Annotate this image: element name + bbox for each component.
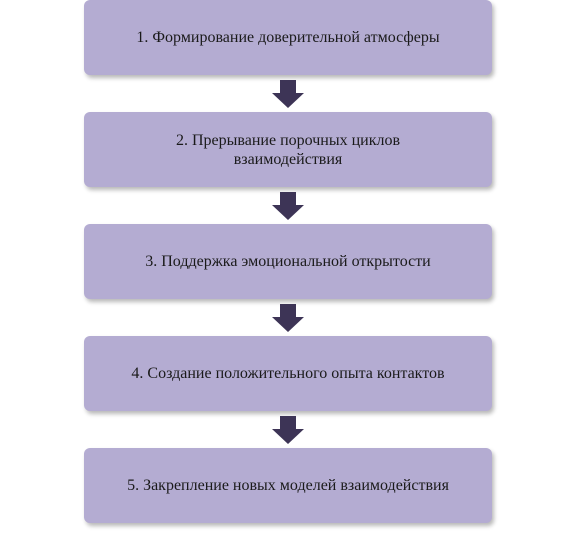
arrow-down-icon — [272, 304, 304, 332]
step-box-2: 2. Прерывание порочных циклов взаимодейс… — [84, 112, 492, 187]
step-label-3: 3. Поддержка эмоциональной открытости — [145, 253, 431, 270]
arrow-down-icon — [272, 192, 304, 220]
arrow-down-icon — [272, 416, 304, 444]
step-box-3: 3. Поддержка эмоциональной открытости — [84, 224, 492, 299]
step-label-1: 1. Формирование доверительной атмосферы — [136, 29, 440, 46]
step-box-5: 5. Закрепление новых моделей взаимодейст… — [84, 448, 492, 523]
step-label-4: 4. Создание положительного опыта контакт… — [131, 365, 445, 382]
step-label-5: 5. Закрепление новых моделей взаимодейст… — [127, 477, 449, 494]
step-label-2: 2. Прерывание порочных циклов взаимодейс… — [175, 131, 401, 168]
step-box-1: 1. Формирование доверительной атмосферы — [84, 0, 492, 75]
arrow-down-icon — [272, 80, 304, 108]
step-box-4: 4. Создание положительного опыта контакт… — [84, 336, 492, 411]
